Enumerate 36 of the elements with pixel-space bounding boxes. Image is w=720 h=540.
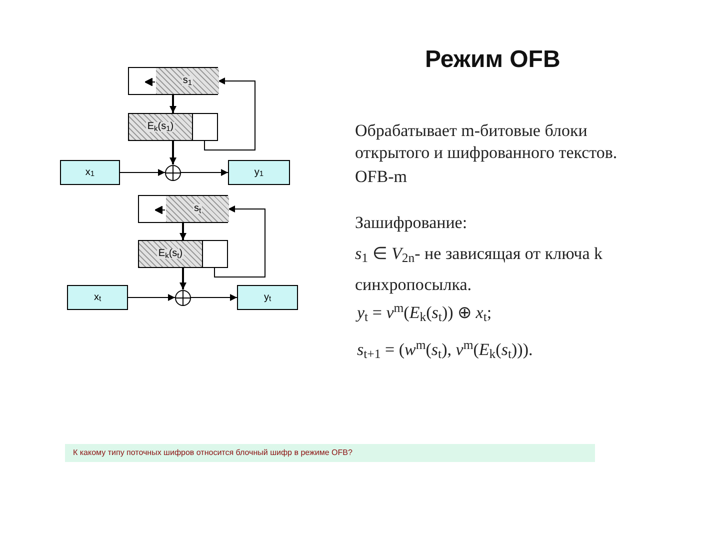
arrow [120,169,166,176]
register-box [138,195,228,223]
node-label: x$_{1}$ [85,168,95,178]
arrow [128,294,176,301]
node-label: y$_{1}$ [254,168,264,178]
arrow [180,268,186,290]
register-box [128,67,218,95]
node-label: s$_{t}$ [194,204,202,214]
note-text: s$_{1}$ ∈ V$_{2n}$- не зависящая от ключа k синхропосылка. [355,243,604,296]
note-text: Обрабатывает m-битовые блоки открытого и шифрованного текстов. [355,120,618,164]
note-text: OFB-m [355,166,407,188]
io-box [237,285,298,310]
node-label: x$_{t}$ [94,292,102,302]
arrow [180,169,228,176]
io-box [228,160,290,185]
arrow [170,141,176,164]
arrow [190,294,238,301]
note-text: Зашифрование: [355,212,468,234]
title: Режим OFB [425,45,560,75]
cipher-box [128,113,218,141]
arrow [214,206,266,278]
node-label: E$_{k}$(s$_{t}$) [158,249,183,259]
arrow [170,95,176,113]
io-box [67,285,128,310]
xor-circle [175,290,191,306]
note-text: y$_{t}$ = v$^{m}$(E$_{k}$(s$_{t}$)) ⊕ x$_{t}$; [357,300,492,326]
cipher-box [138,240,228,268]
arrow [204,78,256,150]
node-label: s$_{1}$ [182,76,192,86]
arrow [180,223,186,240]
xor-circle [165,164,181,180]
note-text: s$_{t+1}$ = (w$^{m}$(s$_{t}$), v$^{m}$(E$_{k}$(s$_{t}$))). [357,337,533,362]
io-box [60,160,120,185]
node-label: E$_{k}$(s$_{1}$) [147,122,174,132]
question-text: К какому типу поточных шифров относится блочный шифр в режиме OFB? [73,447,352,459]
node-label: y$_{t}$ [264,292,272,302]
